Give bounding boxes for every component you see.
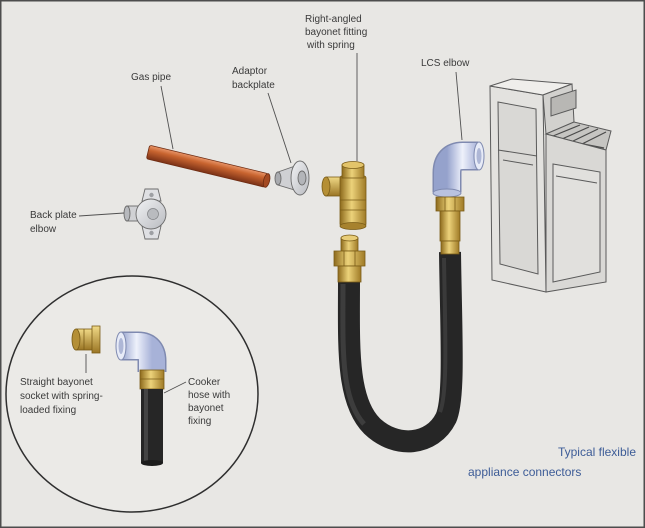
label-line: Back plate	[30, 210, 77, 221]
label-line: backplate	[232, 80, 275, 91]
cooker-appliance	[489, 78, 612, 293]
label-line: Straight bayonet	[20, 377, 93, 388]
back-plate-elbow	[123, 188, 167, 240]
gas-pipe-label: Gas pipe	[131, 72, 171, 83]
gas-pipe	[146, 145, 271, 188]
label-line: fixing	[188, 416, 211, 427]
back-plate-elbow-label: Back plate elbow	[30, 210, 77, 235]
adaptor-backplate	[274, 160, 310, 196]
lcs-elbow-label: LCS elbow	[421, 58, 470, 69]
right-angled-bayonet-fitting	[321, 161, 367, 230]
hose-bayonet-connector-left	[333, 234, 366, 283]
back-plate-elbow-leader	[78, 212, 125, 217]
label-line: Right-angled	[305, 14, 362, 25]
caption-line: appliance connectors	[468, 465, 581, 479]
right-angled-fitting-label: Right-angled bayonet fitting with spring	[305, 14, 367, 51]
inset-elbow	[115, 331, 167, 372]
hose-bayonet-connector-right	[435, 196, 465, 255]
flexible-hose	[337, 251, 463, 453]
control-console	[550, 89, 577, 117]
caption-line: Typical flexible	[558, 445, 636, 459]
label-line: hose with	[188, 390, 230, 401]
straight-bayonet-socket-label: Straight bayonet socket with spring- loa…	[20, 377, 103, 416]
label-line: bayonet	[188, 403, 224, 414]
cooker-hose-label: Cooker hose with bayonet fixing	[188, 377, 230, 427]
label-line: Cooker	[188, 377, 221, 388]
inset-circle	[5, 275, 259, 513]
detail-inset: Straight bayonet socket with spring- loa…	[5, 275, 259, 513]
adaptor-backplate-label: Adaptor backplate	[232, 66, 275, 91]
cooker-hose-leader	[163, 381, 187, 394]
straight-bayonet-socket	[71, 325, 101, 354]
label-line: with spring	[306, 40, 355, 51]
label-line: socket with spring-	[20, 391, 103, 402]
lcs-elbow-leader	[455, 71, 463, 141]
figure-caption: Typical flexible appliance connectors	[468, 445, 636, 479]
label-line: elbow	[30, 224, 57, 235]
lcs-elbow	[432, 141, 485, 198]
label-line: bayonet fitting	[305, 27, 367, 38]
inset-cooker-hose	[139, 369, 165, 466]
label-line: Adaptor	[232, 66, 268, 77]
label-line: loaded fixing	[20, 405, 76, 416]
gas-pipe-leader	[160, 85, 174, 150]
adaptor-backplate-leader	[267, 92, 292, 164]
